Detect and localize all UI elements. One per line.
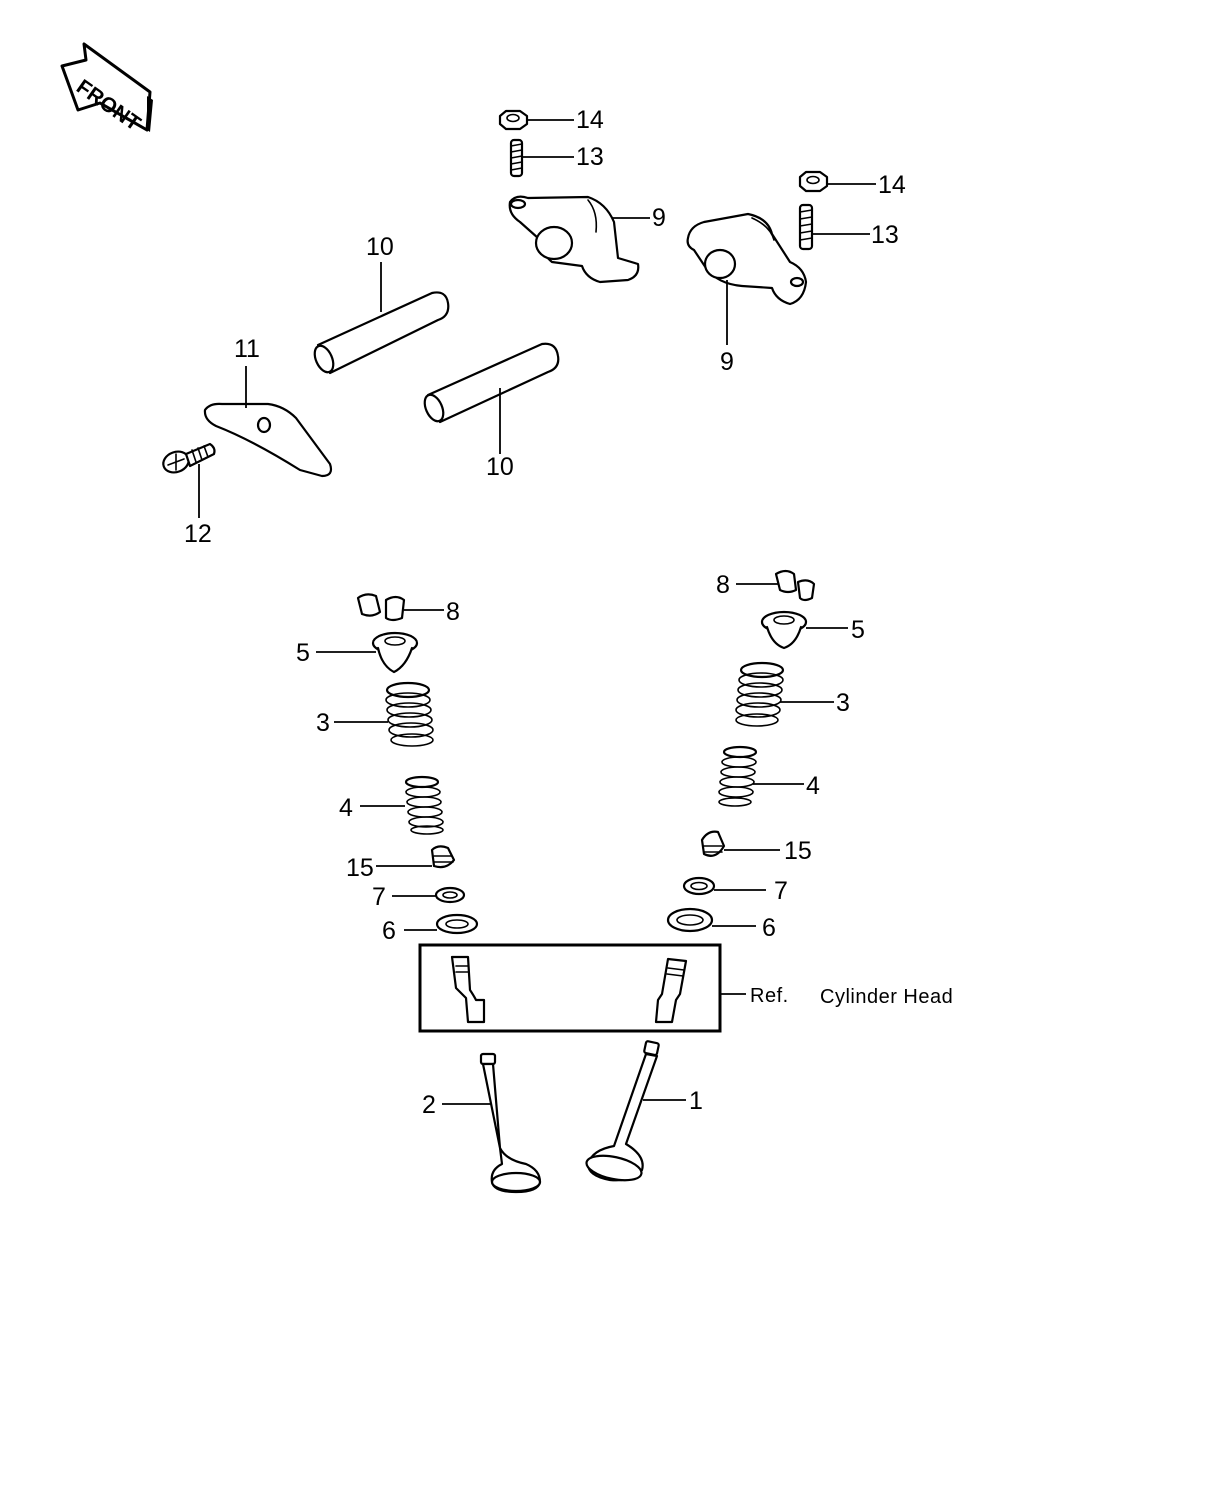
callout-10-upper: 10 xyxy=(366,233,394,261)
inner-spring-left xyxy=(404,775,444,835)
callout-4-right: 4 xyxy=(806,772,820,800)
stud-right xyxy=(798,203,814,251)
outer-spring-left xyxy=(385,681,434,747)
keepers-right xyxy=(774,569,816,602)
keepers-left xyxy=(356,593,406,622)
screw xyxy=(162,442,216,474)
callout-3-right: 3 xyxy=(836,689,850,717)
callout-1: 1 xyxy=(689,1087,703,1115)
washer-large-left xyxy=(435,913,479,935)
spring-retainer-left xyxy=(371,631,419,674)
rocker-shaft-lower xyxy=(423,342,560,424)
callout-4-left: 4 xyxy=(339,794,353,822)
callout-12: 12 xyxy=(184,520,212,548)
cylinder-head-reference-box xyxy=(418,943,722,1033)
callout-7-left: 7 xyxy=(372,883,386,911)
front-arrow-badge: FRONT xyxy=(60,42,153,136)
reference-label-cylinder-head: Cylinder Head xyxy=(820,986,953,1008)
callout-11: 11 xyxy=(234,335,260,363)
shaft-retainer-plate xyxy=(203,402,333,478)
washer-large-right xyxy=(666,907,714,933)
stem-seal-right xyxy=(700,830,726,857)
callout-3-left: 3 xyxy=(316,709,330,737)
outer-spring-right xyxy=(735,661,785,727)
washer-small-left xyxy=(434,886,466,904)
callout-6-left: 6 xyxy=(382,917,396,945)
callout-2: 2 xyxy=(422,1091,436,1119)
washer-small-right xyxy=(682,876,716,896)
callout-10-lower: 10 xyxy=(486,453,514,481)
stem-seal-left xyxy=(430,845,456,869)
callout-5-right: 5 xyxy=(851,616,865,644)
leader-lines xyxy=(198,119,876,1105)
callout-14-right: 14 xyxy=(878,171,906,199)
callout-5-left: 5 xyxy=(296,639,310,667)
rocker-arm-right xyxy=(686,212,808,306)
nut-top xyxy=(498,109,529,131)
exhaust-valve xyxy=(585,1040,660,1182)
callout-7-right: 7 xyxy=(774,877,788,905)
callout-6-right: 6 xyxy=(762,914,776,942)
intake-valve xyxy=(479,1052,542,1194)
callout-9-left: 9 xyxy=(652,204,666,232)
callout-9-right: 9 xyxy=(720,348,734,376)
stud-top xyxy=(509,138,524,178)
rocker-shaft-upper xyxy=(313,291,450,375)
nut-right xyxy=(798,170,829,193)
reference-prefix: Ref. xyxy=(750,985,789,1007)
callout-14-top: 14 xyxy=(576,106,604,134)
spring-retainer-right xyxy=(760,610,808,650)
callout-13-right: 13 xyxy=(871,221,899,249)
callout-15-right: 15 xyxy=(784,837,812,865)
callout-13-top: 13 xyxy=(576,143,604,171)
inner-spring-right xyxy=(718,745,758,807)
callout-8-right: 8 xyxy=(716,571,730,599)
rocker-arm-left xyxy=(508,195,640,284)
callout-8-left: 8 xyxy=(446,598,460,626)
callout-15-left: 15 xyxy=(346,854,374,882)
